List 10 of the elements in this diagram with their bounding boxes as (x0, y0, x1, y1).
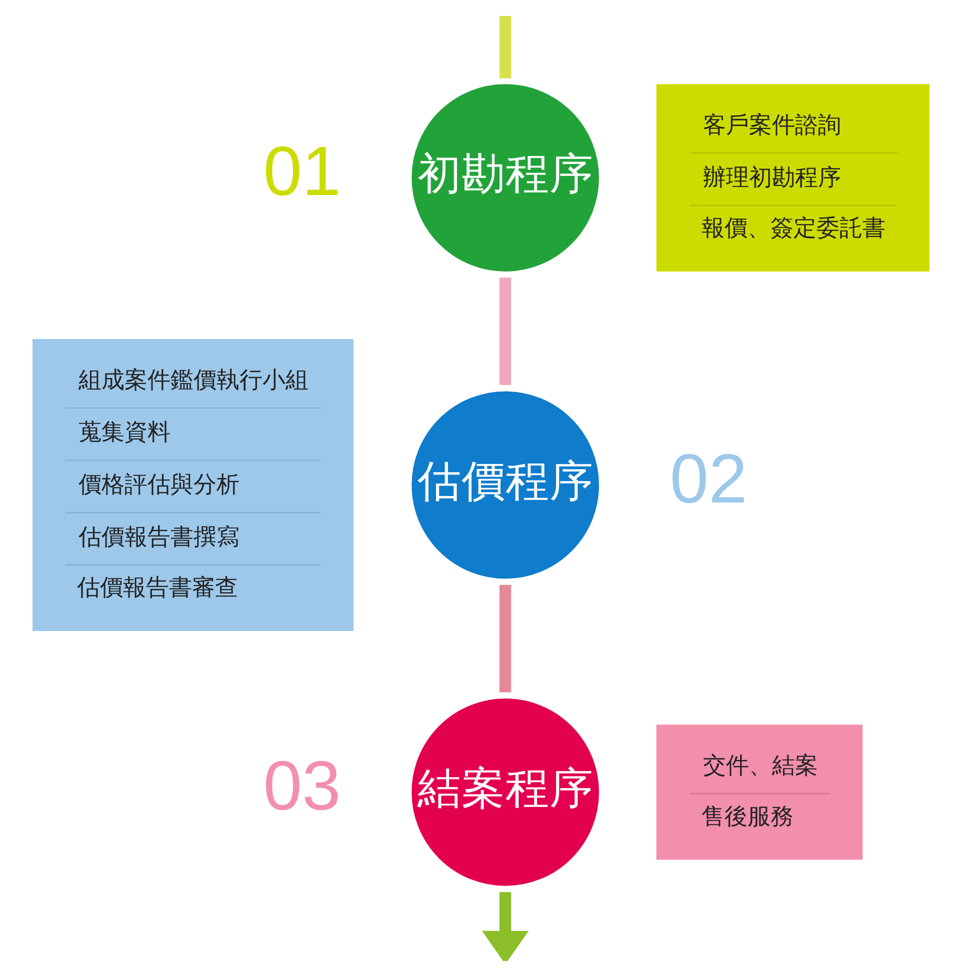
label: 03 (262, 746, 340, 824)
label: 02 (669, 438, 747, 517)
connector (499, 15, 511, 78)
node-box: 交件、結案 售後服務 (656, 724, 862, 860)
label: 01 (262, 132, 340, 210)
connector (499, 277, 511, 384)
arrow (481, 892, 528, 960)
node-box: 組成案件鑑價執行小組 蒐集資料 價格評估與分析 估價報告書撰寫 估價報告書審查 (32, 338, 354, 630)
connector (499, 584, 511, 692)
node-box: 客戶案件諮詢 辦理初勘程序 報價、簽定委託書 (656, 84, 929, 271)
